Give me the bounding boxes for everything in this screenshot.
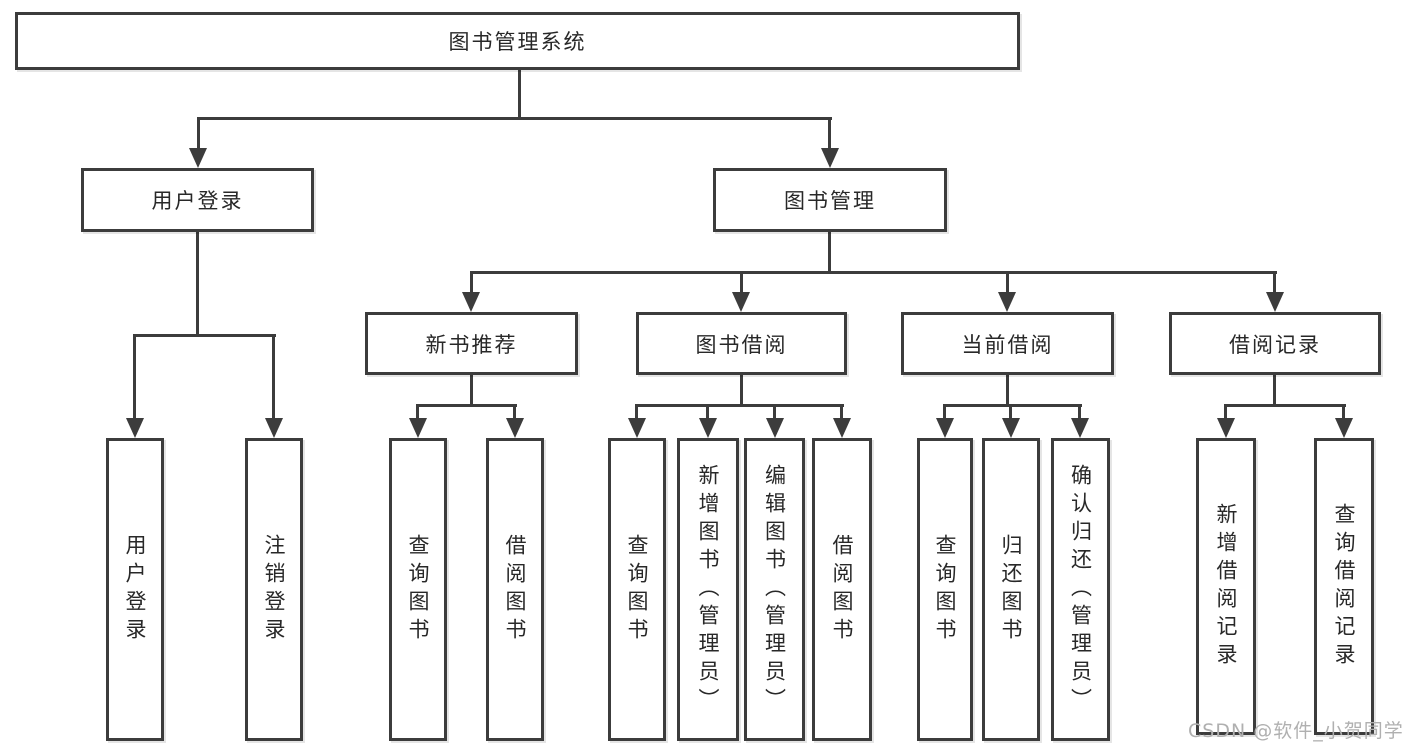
connector-line	[840, 404, 843, 420]
node-label: 借阅图书	[830, 533, 854, 646]
arrow-down-icon	[1002, 418, 1020, 438]
connector-line	[1006, 375, 1009, 407]
connector-line	[635, 404, 638, 420]
arrow-down-icon	[265, 418, 283, 438]
leaf-query-books-current: 查询图书	[917, 438, 973, 741]
connector-line	[1273, 271, 1276, 294]
arrow-down-icon	[998, 292, 1016, 312]
node-root: 图书管理系统	[15, 12, 1020, 70]
connector-line	[470, 271, 1277, 274]
leaf-confirm-return-admin: 确认归还（管理员）	[1051, 438, 1110, 741]
connector-line	[1078, 404, 1081, 420]
node-label: 新书推荐	[425, 332, 518, 357]
node-book-management: 图书管理	[713, 168, 947, 232]
arrow-down-icon	[936, 418, 954, 438]
connector-line	[828, 117, 831, 150]
connector-line	[1224, 404, 1346, 407]
node-label: 查询借阅记录	[1332, 502, 1356, 671]
leaf-borrow-books-recommend: 借阅图书	[486, 438, 544, 741]
connector-line	[635, 404, 844, 407]
connector-line	[133, 334, 136, 420]
arrow-down-icon	[1217, 418, 1235, 438]
arrow-down-icon	[766, 418, 784, 438]
connector-line	[1006, 271, 1009, 294]
arrow-down-icon	[1335, 418, 1353, 438]
node-new-book-recommend: 新书推荐	[365, 312, 578, 375]
connector-line	[943, 404, 946, 420]
connector-line	[740, 271, 743, 294]
arrow-down-icon	[462, 292, 480, 312]
connector-line	[1009, 404, 1012, 420]
node-label: 注销登录	[262, 533, 286, 646]
connector-line	[943, 404, 1082, 407]
connector-line	[773, 404, 776, 420]
connector-line	[1224, 404, 1227, 420]
node-label: 查询图书	[625, 533, 649, 646]
node-current-borrowing: 当前借阅	[901, 312, 1114, 375]
node-label: 新增图书（管理员）	[696, 463, 720, 716]
leaf-query-books-recommend: 查询图书	[389, 438, 447, 741]
leaf-edit-book-admin: 编辑图书（管理员）	[744, 438, 805, 741]
connector-line	[272, 334, 275, 420]
arrow-down-icon	[732, 292, 750, 312]
leaf-query-borrow-record: 查询借阅记录	[1314, 438, 1374, 735]
arrow-down-icon	[409, 418, 427, 438]
arrow-down-icon	[628, 418, 646, 438]
leaf-logout: 注销登录	[245, 438, 303, 741]
connector-line	[470, 271, 473, 294]
node-borrowing-records: 借阅记录	[1169, 312, 1381, 375]
arrow-down-icon	[1266, 292, 1284, 312]
connector-line	[513, 404, 516, 420]
leaf-add-borrow-record: 新增借阅记录	[1196, 438, 1256, 735]
connector-line	[518, 70, 521, 118]
arrow-down-icon	[699, 418, 717, 438]
connector-line	[706, 404, 709, 420]
leaf-user-login: 用户登录	[106, 438, 164, 741]
node-label: 借阅记录	[1229, 332, 1321, 357]
node-book-borrowing: 图书借阅	[636, 312, 847, 375]
node-user-login: 用户登录	[81, 168, 314, 232]
node-label: 查询图书	[933, 533, 957, 646]
node-label: 归还图书	[999, 533, 1023, 646]
connector-line	[1273, 375, 1276, 407]
connector-line	[133, 334, 276, 337]
connector-line	[416, 404, 517, 407]
connector-line	[470, 375, 473, 407]
node-label: 图书管理	[784, 189, 876, 213]
node-label: 用户登录	[151, 189, 244, 213]
node-label: 编辑图书（管理员）	[762, 463, 787, 716]
node-label: 图书借阅	[695, 332, 788, 357]
connector-line	[196, 232, 199, 336]
csdn-watermark: CSDN @软件_小贺同学	[1188, 720, 1404, 742]
node-label: 用户登录	[123, 533, 147, 646]
leaf-borrow-books-borrowing: 借阅图书	[812, 438, 872, 741]
node-label: 当前借阅	[961, 332, 1054, 357]
connector-line	[740, 375, 743, 407]
leaf-add-book-admin: 新增图书（管理员）	[677, 438, 739, 741]
connector-line	[416, 404, 419, 420]
node-label: 新增借阅记录	[1214, 502, 1238, 671]
node-label: 借阅图书	[503, 533, 527, 646]
node-label: 确认归还（管理员）	[1068, 463, 1093, 716]
arrow-down-icon	[1071, 418, 1089, 438]
connector-line	[1342, 404, 1345, 420]
leaf-return-books: 归还图书	[982, 438, 1040, 741]
connector-line	[197, 117, 832, 120]
arrow-down-icon	[506, 418, 524, 438]
leaf-query-books-borrowing: 查询图书	[608, 438, 666, 741]
connector-line	[828, 232, 831, 274]
connector-line	[197, 117, 200, 150]
arrow-down-icon	[833, 418, 851, 438]
arrow-down-icon	[821, 148, 839, 168]
arrow-down-icon	[126, 418, 144, 438]
arrow-down-icon	[189, 148, 207, 168]
node-label: 图书管理系统	[448, 30, 587, 54]
node-label: 查询图书	[406, 533, 430, 646]
